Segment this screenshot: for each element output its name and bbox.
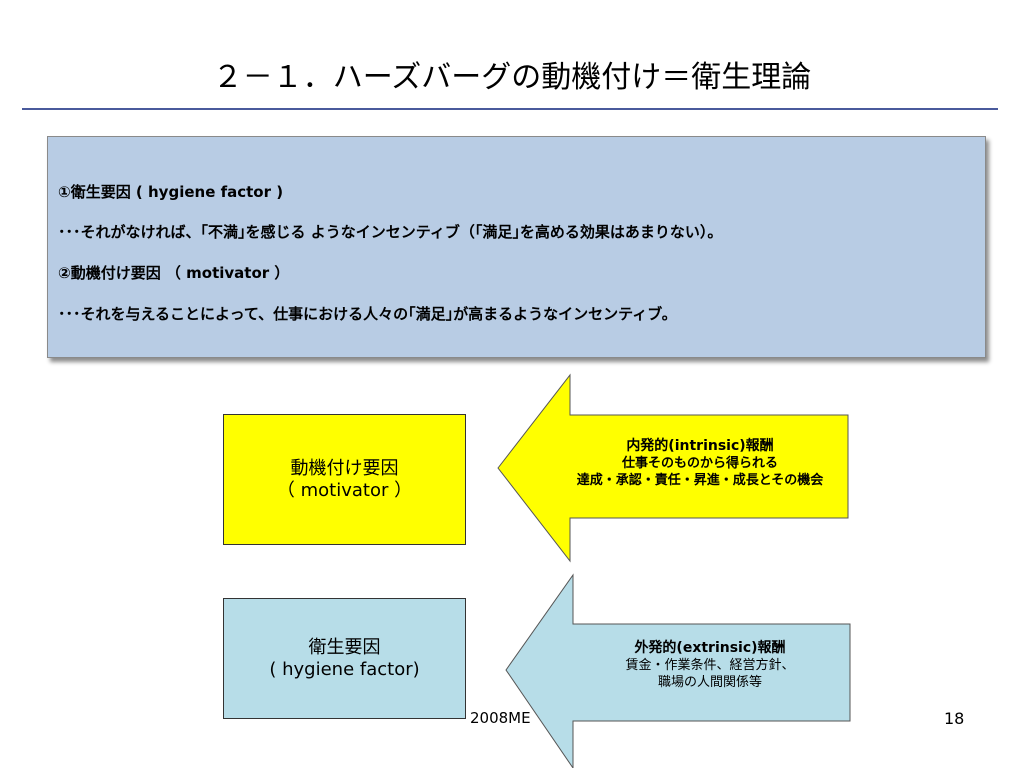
- intrinsic-reward-text: 内発的(intrinsic)報酬 仕事そのものから得られる 達成・承認・責任・昇…: [560, 438, 840, 489]
- hygiene-box: 衛生要因 ( hygiene factor): [223, 598, 466, 719]
- motivator-heading: ②動機付け要因 （ motivator ）: [58, 264, 290, 282]
- extrinsic-reward-heading: 外発的(extrinsic)報酬: [634, 640, 786, 656]
- intrinsic-reward-line2: 達成・承認・責任・昇進・成長とその機会: [576, 473, 824, 488]
- slide-title: ２－１．ハーズバーグの動機付け＝衛生理論: [212, 60, 812, 95]
- footer-text: 2008ME: [470, 709, 531, 727]
- hygiene-factor-description: ･･･それがなければ、｢不満｣を感じる ようなインセンティブ（｢満足｣を高める効…: [58, 223, 723, 241]
- definition-box: ①衛生要因 ( hygiene factor ) ･･･それがなければ、｢不満｣…: [47, 136, 986, 358]
- motivator-box: 動機付け要因 （ motivator ）: [223, 414, 466, 545]
- page-number: 18: [944, 709, 965, 728]
- title-divider: [22, 108, 998, 110]
- extrinsic-reward-arrow: [505, 573, 851, 768]
- intrinsic-reward-heading: 内発的(intrinsic)報酬: [626, 438, 774, 454]
- intrinsic-reward-line1: 仕事そのものから得られる: [621, 456, 778, 471]
- extrinsic-reward-text: 外発的(extrinsic)報酬 賃金・作業条件、経営方針、 職場の人間関係等: [572, 640, 848, 691]
- intrinsic-reward-arrow: [497, 373, 849, 563]
- motivator-description: ･･･それを与えることによって、仕事における人々の｢満足｣が高まるようなインセン…: [58, 305, 677, 323]
- extrinsic-reward-line2: 職場の人間関係等: [657, 675, 762, 690]
- hygiene-box-title: 衛生要因: [308, 636, 381, 658]
- motivator-box-subtitle: （ motivator ）: [276, 479, 413, 501]
- hygiene-factor-heading: ①衛生要因 ( hygiene factor ): [58, 183, 284, 201]
- motivator-box-title: 動機付け要因: [290, 457, 399, 479]
- extrinsic-reward-line1: 賃金・作業条件、経営方針、: [625, 658, 795, 673]
- hygiene-box-subtitle: ( hygiene factor): [269, 658, 420, 680]
